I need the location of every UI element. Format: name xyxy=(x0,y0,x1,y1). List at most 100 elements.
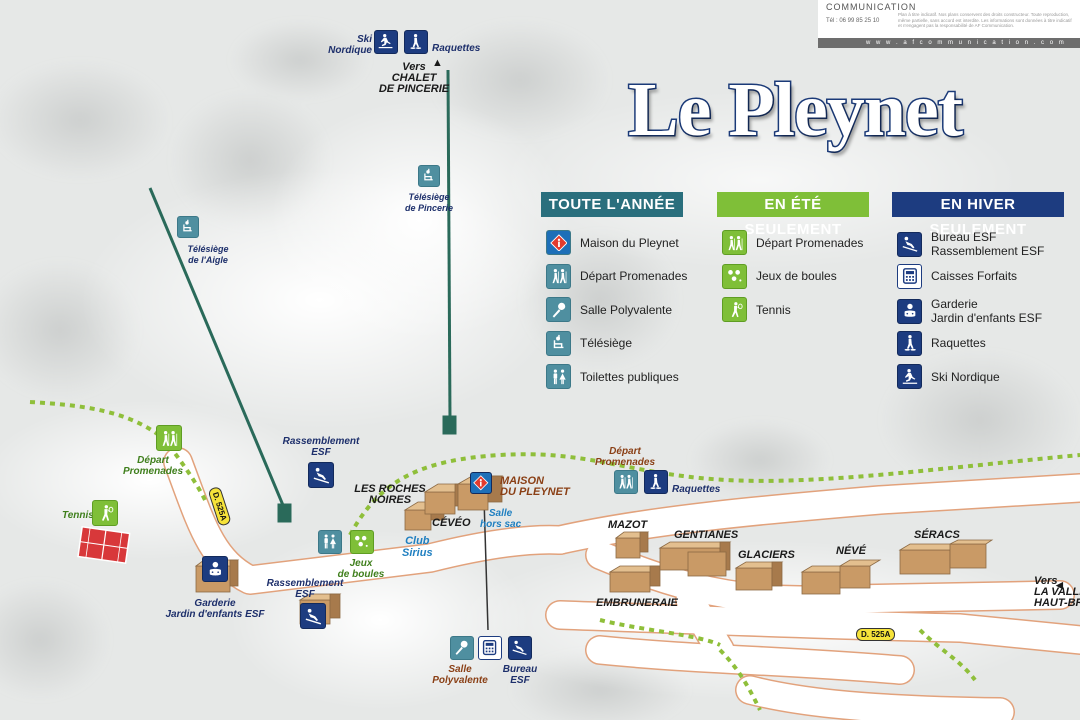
label-depart-promenades-right: Départ Promenades xyxy=(594,446,656,468)
label-maison-du-pleynet: MAISON DU PLEYNET xyxy=(500,475,570,498)
kindergarten-icon[interactable] xyxy=(202,556,228,582)
publisher-card: COMMUNICATION Tél : 06 99 85 25 10 Plan … xyxy=(818,0,1080,48)
microphone-icon[interactable] xyxy=(450,636,474,660)
building-gentianes xyxy=(658,541,732,577)
ticket-office-icon[interactable] xyxy=(478,636,502,660)
chairlift-icon[interactable] xyxy=(177,216,199,238)
hikers-icon[interactable] xyxy=(156,425,182,451)
legend-item: Raquettes xyxy=(897,330,986,356)
label-glaciers: GLACIERS xyxy=(738,549,795,561)
legend-item-label: Maison du Pleynet xyxy=(580,235,679,250)
label-salle-hors-sac: Salle hors sac xyxy=(480,508,522,530)
legend-item: Caisses Forfaits xyxy=(897,263,1018,289)
snowshoe-icon[interactable] xyxy=(404,30,428,54)
ski-school-icon xyxy=(897,231,922,257)
label-telesiege-aigle: Télésiège de l'Aigle xyxy=(187,244,229,265)
chairlift-icon[interactable] xyxy=(418,165,440,187)
cross-country-ski-icon xyxy=(897,364,922,389)
label-vers-chalet: Vers CHALET DE PINCERIE xyxy=(378,61,450,95)
hikers-icon[interactable] xyxy=(614,470,638,494)
chairlift-icon xyxy=(546,330,571,356)
legend-item-label: Tennis xyxy=(756,302,791,317)
label-ski-nordique: Ski Nordique xyxy=(328,34,372,56)
snowshoe-icon xyxy=(897,330,922,356)
publisher-phone: Tél : 06 99 85 25 10 xyxy=(826,18,880,24)
publisher-url: w w w . a f c o m m u n i c a t i o n . … xyxy=(866,40,1066,46)
legend-heading-2: EN HIVER SEULEMENT xyxy=(892,192,1064,238)
label-telesiege-pincerie: Télésiège de Pincerie xyxy=(404,192,454,213)
legend-item-label: Raquettes xyxy=(931,336,986,350)
publisher-bar xyxy=(818,38,1080,48)
publisher-fine-print: Plan à titre indicatif. Nos plans conser… xyxy=(898,12,1072,28)
legend-item-label: Départ Promenades xyxy=(580,269,688,283)
label-salle-polyvalente: Salle Polyvalente xyxy=(432,664,488,686)
chairlifts xyxy=(148,69,457,523)
hikers-icon xyxy=(722,230,747,255)
tennis-icon xyxy=(722,297,747,322)
legend-item: Télésiège xyxy=(546,330,633,356)
legend-item: Toilettes publiques xyxy=(546,364,679,389)
info-icon xyxy=(546,230,571,255)
microphone-icon xyxy=(546,297,571,322)
ski-school-icon[interactable] xyxy=(308,462,334,488)
legend-item: Jeux de boules xyxy=(722,263,837,289)
legend-item: Garderie Jardin d'enfants ESF xyxy=(897,297,1042,325)
label-les-roches-noires: LES ROCHES NOIRES xyxy=(354,483,426,506)
label-bureau-esf: Bureau ESF xyxy=(502,664,538,686)
info-icon[interactable] xyxy=(470,472,492,494)
label-gentianes: GENTIANES xyxy=(674,529,739,541)
arrow-up-icon: ▲ xyxy=(432,57,443,69)
building-mazot xyxy=(614,531,650,559)
legend-item-label: Caisses Forfaits xyxy=(931,269,1018,283)
label-rassemblement-esf-bottom: Rassemblement ESF xyxy=(266,578,344,600)
building-glaciers xyxy=(734,561,784,591)
building-roches-noires xyxy=(403,483,470,531)
road-sign-right: D. 525A xyxy=(856,628,896,641)
label-garderie: Garderie Jardin d'enfants ESF xyxy=(165,598,265,620)
legend-heading-0: TOUTE L'ANNÉE xyxy=(541,192,683,217)
arrow-left-icon: ◀ xyxy=(1056,580,1063,590)
toilets-icon[interactable] xyxy=(318,530,342,554)
label-seracs: SÉRACS xyxy=(914,529,960,541)
map-title: Le Pleynet xyxy=(626,68,964,152)
label-rassemblement-esf-top: Rassemblement ESF xyxy=(282,436,360,458)
building-neve xyxy=(800,559,882,595)
building-seracs xyxy=(898,539,994,575)
petanque-icon[interactable] xyxy=(350,530,374,554)
legend-item: Bureau ESF Rassemblement ESF xyxy=(897,230,1044,258)
tennis-icon[interactable] xyxy=(92,500,118,526)
label-tennis: Tennis xyxy=(62,510,94,521)
terrain-rocks xyxy=(0,20,1080,720)
label-mazot: MAZOT xyxy=(608,519,648,531)
cross-country-ski-icon[interactable] xyxy=(374,30,398,54)
kindergarten-icon xyxy=(897,298,922,324)
label-depart-promenades-left: Départ Promenades xyxy=(122,455,184,477)
legend-item-label: Ski Nordique xyxy=(931,369,1000,384)
label-raquettes-right: Raquettes xyxy=(672,484,721,495)
legend-item-label: Salle Polyvalente xyxy=(580,302,673,317)
legend-item: Départ Promenades xyxy=(722,230,863,255)
label-ceveo: CÉVÉO xyxy=(432,517,471,529)
snowshoe-icon[interactable] xyxy=(644,470,668,494)
legend-item-label: Bureau ESF Rassemblement ESF xyxy=(931,230,1045,258)
label-embruneraie: EMBRUNERAIE xyxy=(596,597,678,609)
legend-item: Maison du Pleynet xyxy=(546,230,679,255)
ski-school-icon[interactable] xyxy=(508,636,532,660)
cable-line xyxy=(483,497,489,631)
legend-heading-1: EN ÉTÉ SEULEMENT xyxy=(717,192,869,238)
label-jeux-de-boules: Jeux de boules xyxy=(337,558,385,580)
label-vers-vallee: Vers LA VALLÉE HAUT-BR xyxy=(1034,575,1080,609)
tennis-court xyxy=(77,525,131,565)
label-raquettes-top: Raquettes xyxy=(432,43,481,54)
legend-item: Départ Promenades xyxy=(546,263,688,289)
legend-item-label: Télésiège xyxy=(580,336,633,350)
label-club-sirius: Club Sirius xyxy=(402,535,433,559)
legend-item-label: Départ Promenades xyxy=(756,235,864,250)
roads xyxy=(163,447,1080,720)
ski-school-icon[interactable] xyxy=(300,603,326,629)
legend-item: Salle Polyvalente xyxy=(546,297,672,322)
legend-item-label: Toilettes publiques xyxy=(580,369,679,384)
toilets-icon xyxy=(546,364,571,389)
label-neve: NÉVÉ xyxy=(836,545,866,557)
